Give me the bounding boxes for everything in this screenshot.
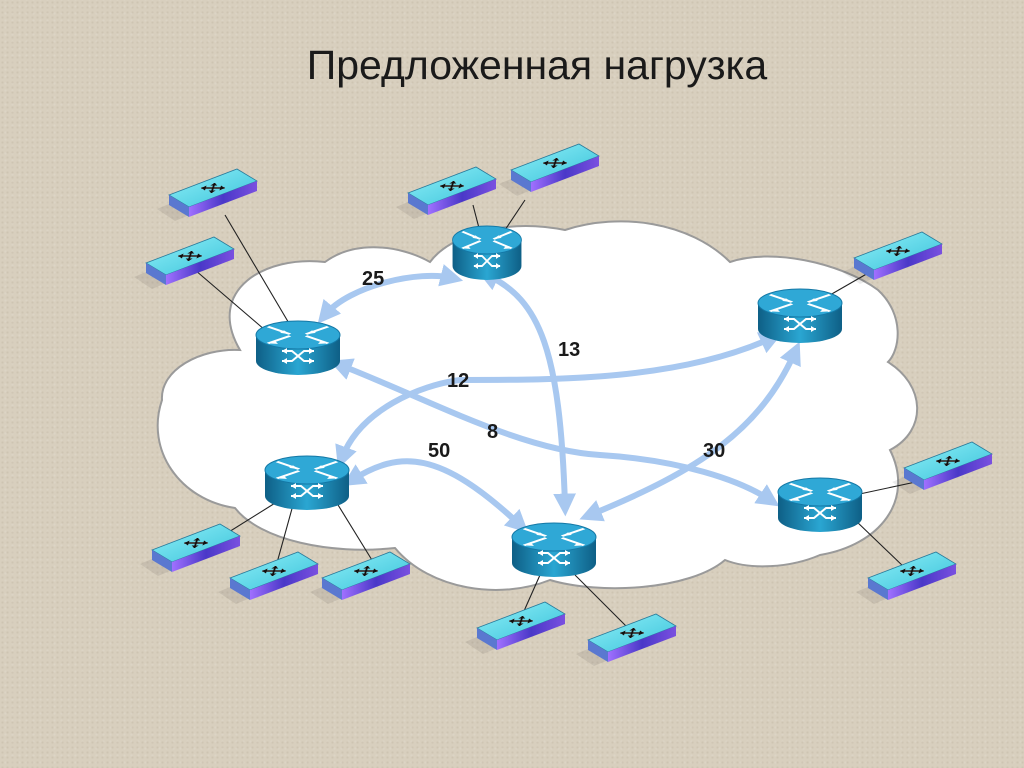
- flow-arrow: [342, 458, 529, 533]
- switch-icon: [856, 552, 956, 604]
- flow-label: 8: [487, 421, 498, 443]
- flow-labels: 25 13 12 8 50 30: [362, 268, 725, 462]
- flow-arrow: [579, 341, 801, 522]
- router-icon: [450, 224, 524, 282]
- flow-label: 12: [447, 370, 469, 392]
- flow-label: 30: [703, 440, 725, 462]
- switch-icon: [134, 237, 234, 289]
- flow-arrows: [317, 264, 801, 533]
- switch-icon: [465, 602, 565, 654]
- switch-icon: [396, 167, 496, 219]
- router-icon: [510, 521, 598, 579]
- router-icon: [776, 476, 864, 534]
- flow-arrow: [317, 264, 464, 324]
- switch-icon: [310, 552, 410, 604]
- flow-label: 25: [362, 268, 384, 290]
- switch-icon: [157, 169, 257, 221]
- router-icon: [254, 319, 342, 377]
- switch-icon: [842, 232, 942, 284]
- switch-icon: [140, 524, 240, 576]
- flow-label: 50: [428, 440, 450, 462]
- switch-icon: [576, 614, 676, 666]
- router-icon: [263, 454, 351, 512]
- switch-icon: [892, 442, 992, 494]
- slide-title: Предложенная нагрузка: [306, 42, 768, 88]
- flow-label: 13: [558, 339, 580, 361]
- switch-icon: [499, 144, 599, 196]
- switch-icon: [218, 552, 318, 604]
- router-icon: [756, 287, 844, 345]
